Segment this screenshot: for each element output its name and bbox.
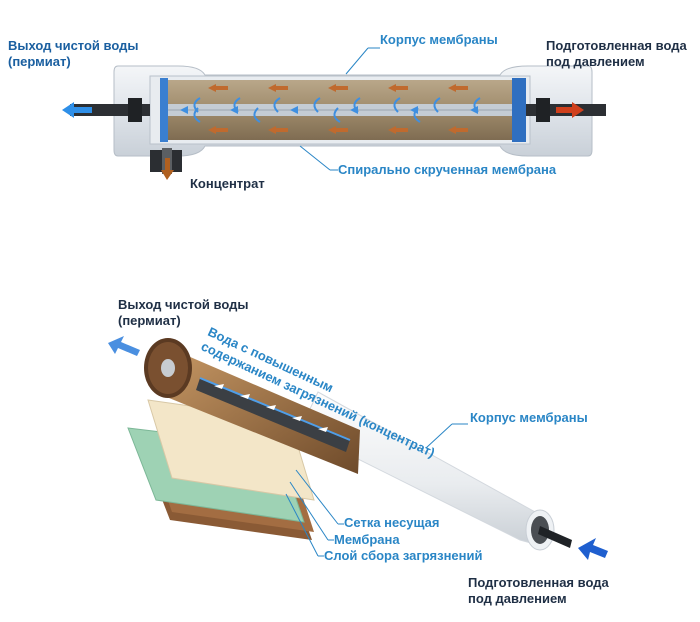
top-concentrate-arrow [161,158,174,180]
top-permeate-out-arrow [62,102,92,118]
bottom-support-mesh-label: Сетка несущая [344,515,440,530]
bottom-contaminant-layer-label: Слой сбора загрязнений [324,548,483,563]
top-concentrate-label: Концентрат [190,176,265,191]
top-housing-label: Корпус мембраны [380,32,498,47]
bottom-permeate-out-label: Выход чистой воды (пермиат) [118,297,249,328]
top-feed-in-arrow [556,102,584,118]
bottom-housing-label: Корпус мембраны [470,410,588,425]
bottom-permeate-out-arrow [108,336,140,356]
bottom-feed-in-arrow [578,538,608,560]
bottom-membrane-roll [144,338,360,474]
bottom-concentrate-flow-arrows [214,384,328,432]
bottom-feed-in-label: Подготовленная вода под давлением [468,575,609,606]
top-pipe-flow-arrows [180,106,478,114]
top-feed-in-label: Подготовленная вода под давлением [546,38,687,69]
top-permeate-out-label: Выход чистой воды (пермиат) [8,38,139,69]
bottom-membrane-label: Мембрана [334,532,400,547]
top-spiral-membrane-label: Спирально скрученная мембрана [338,162,557,177]
bottom-feed-pipe [538,526,572,548]
top-feed-flow-arrows [208,84,468,134]
top-leader-lines [299,47,380,171]
bottom-leader-lines [285,423,468,557]
